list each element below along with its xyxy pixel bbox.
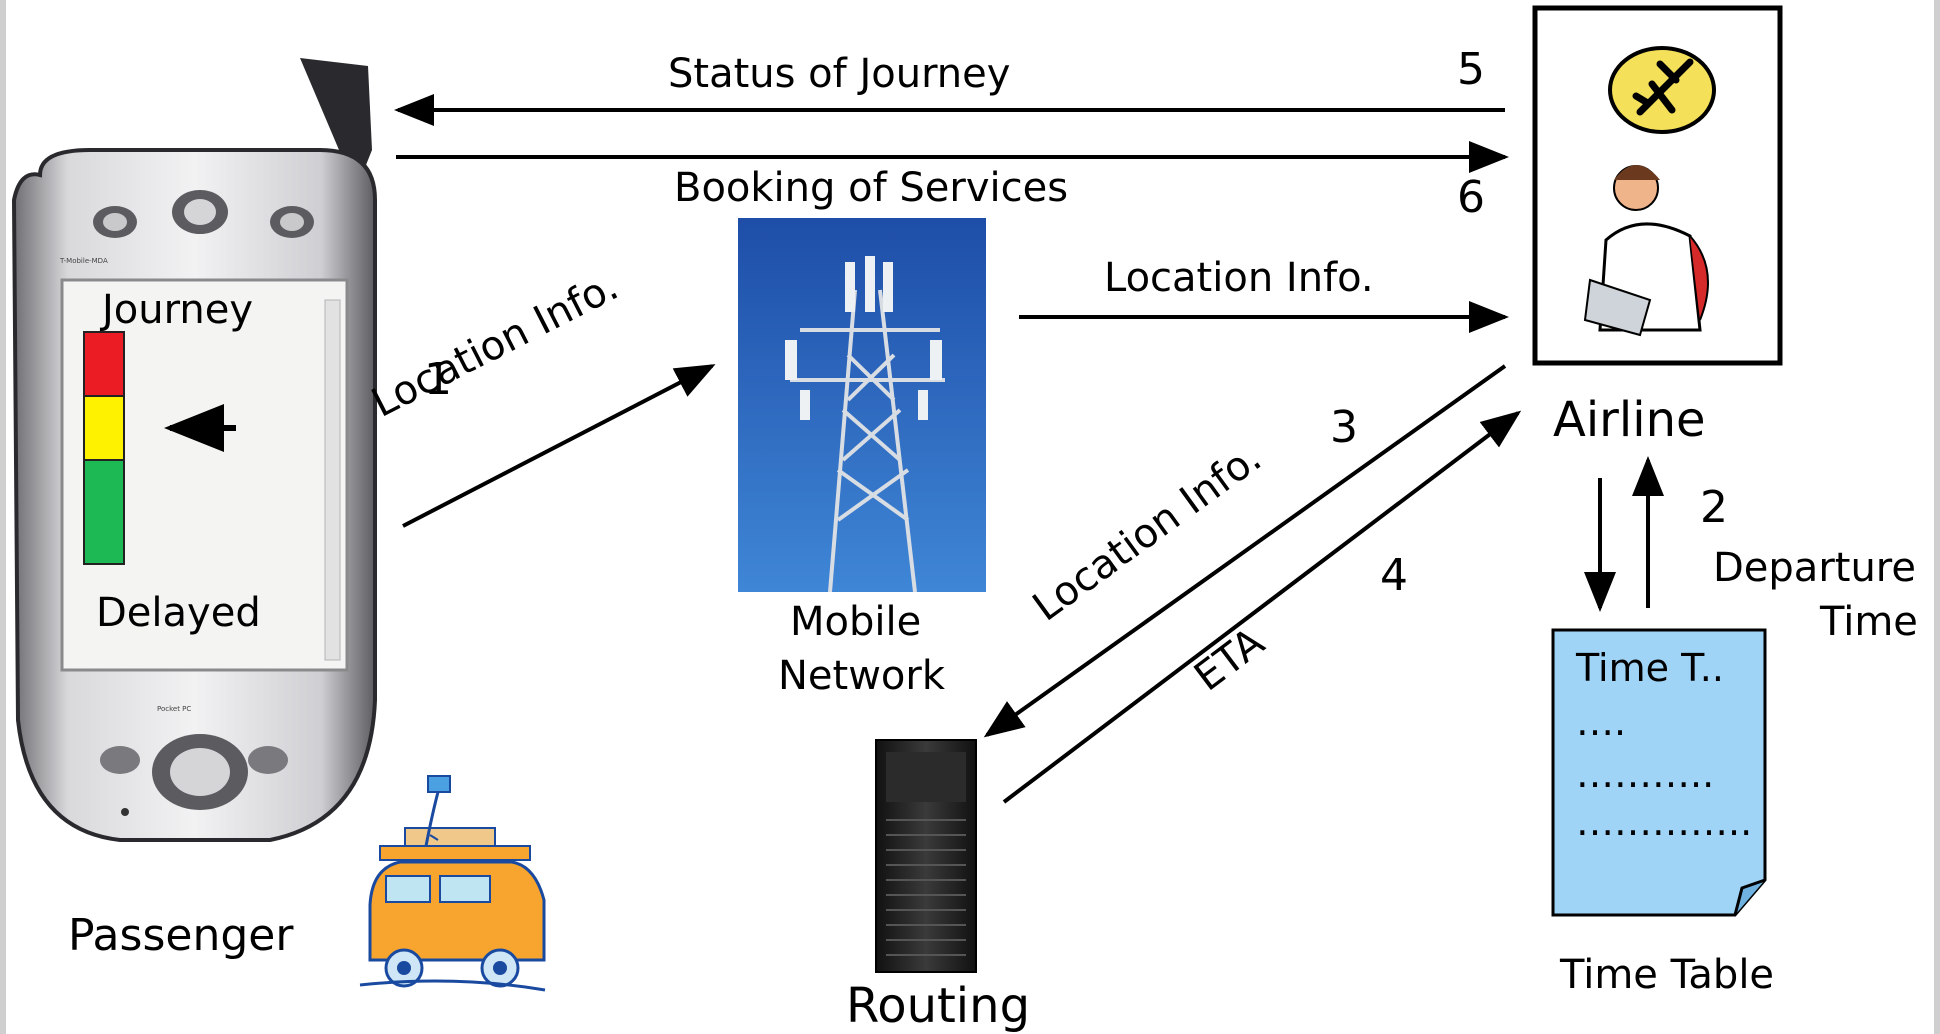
step-4: 4	[1380, 550, 1408, 601]
left-border	[0, 0, 6, 1034]
booking-of-services-label: Booking of Services	[674, 165, 1069, 211]
location-info-top-label: Location Info.	[1104, 255, 1374, 301]
server-icon	[875, 739, 977, 973]
status-red-bar	[83, 331, 125, 397]
timetable-label: Time Table	[1560, 952, 1775, 998]
timetable-line-1: Time T..	[1576, 646, 1724, 690]
car-icon	[359, 775, 546, 992]
passenger-label: Passenger	[68, 910, 294, 961]
arrow-location-info-phone	[402, 364, 716, 528]
cell-tower-icon	[738, 218, 986, 593]
status-yellow-bar	[83, 395, 125, 461]
airline-label: Airline	[1553, 392, 1706, 448]
step-1: 1	[424, 354, 452, 405]
status-of-journey-label: Status of Journey	[668, 51, 1011, 97]
departure-label-1: Departure	[1713, 545, 1916, 591]
step-5: 5	[1457, 44, 1485, 95]
routing-label: Routing	[846, 978, 1031, 1034]
airplane-icon	[1608, 46, 1716, 134]
phone-brand: T-Mobile-MDA	[60, 257, 108, 265]
screen-title: Journey	[102, 287, 253, 333]
mobile-network-label-2: Network	[778, 653, 946, 699]
departure-label-2: Time	[1820, 599, 1918, 645]
timetable-line-2: ….	[1576, 700, 1627, 744]
step-3: 3	[1330, 402, 1358, 453]
arrow-eta	[1002, 410, 1522, 804]
right-border	[1934, 0, 1940, 1034]
arrow-location-info-routing	[983, 364, 1507, 738]
mobile-network-label-1: Mobile	[790, 599, 922, 645]
step-2: 2	[1700, 482, 1728, 533]
status-green-bar	[83, 459, 125, 565]
timetable-line-3: ………..	[1576, 752, 1715, 796]
step-6: 6	[1457, 172, 1485, 223]
screen-status: Delayed	[96, 590, 261, 636]
timetable-line-4: …………..	[1576, 800, 1753, 844]
agent-icon	[1583, 165, 1709, 337]
phone-model: Pocket PC	[157, 705, 192, 713]
phone-icon	[11, 58, 377, 842]
